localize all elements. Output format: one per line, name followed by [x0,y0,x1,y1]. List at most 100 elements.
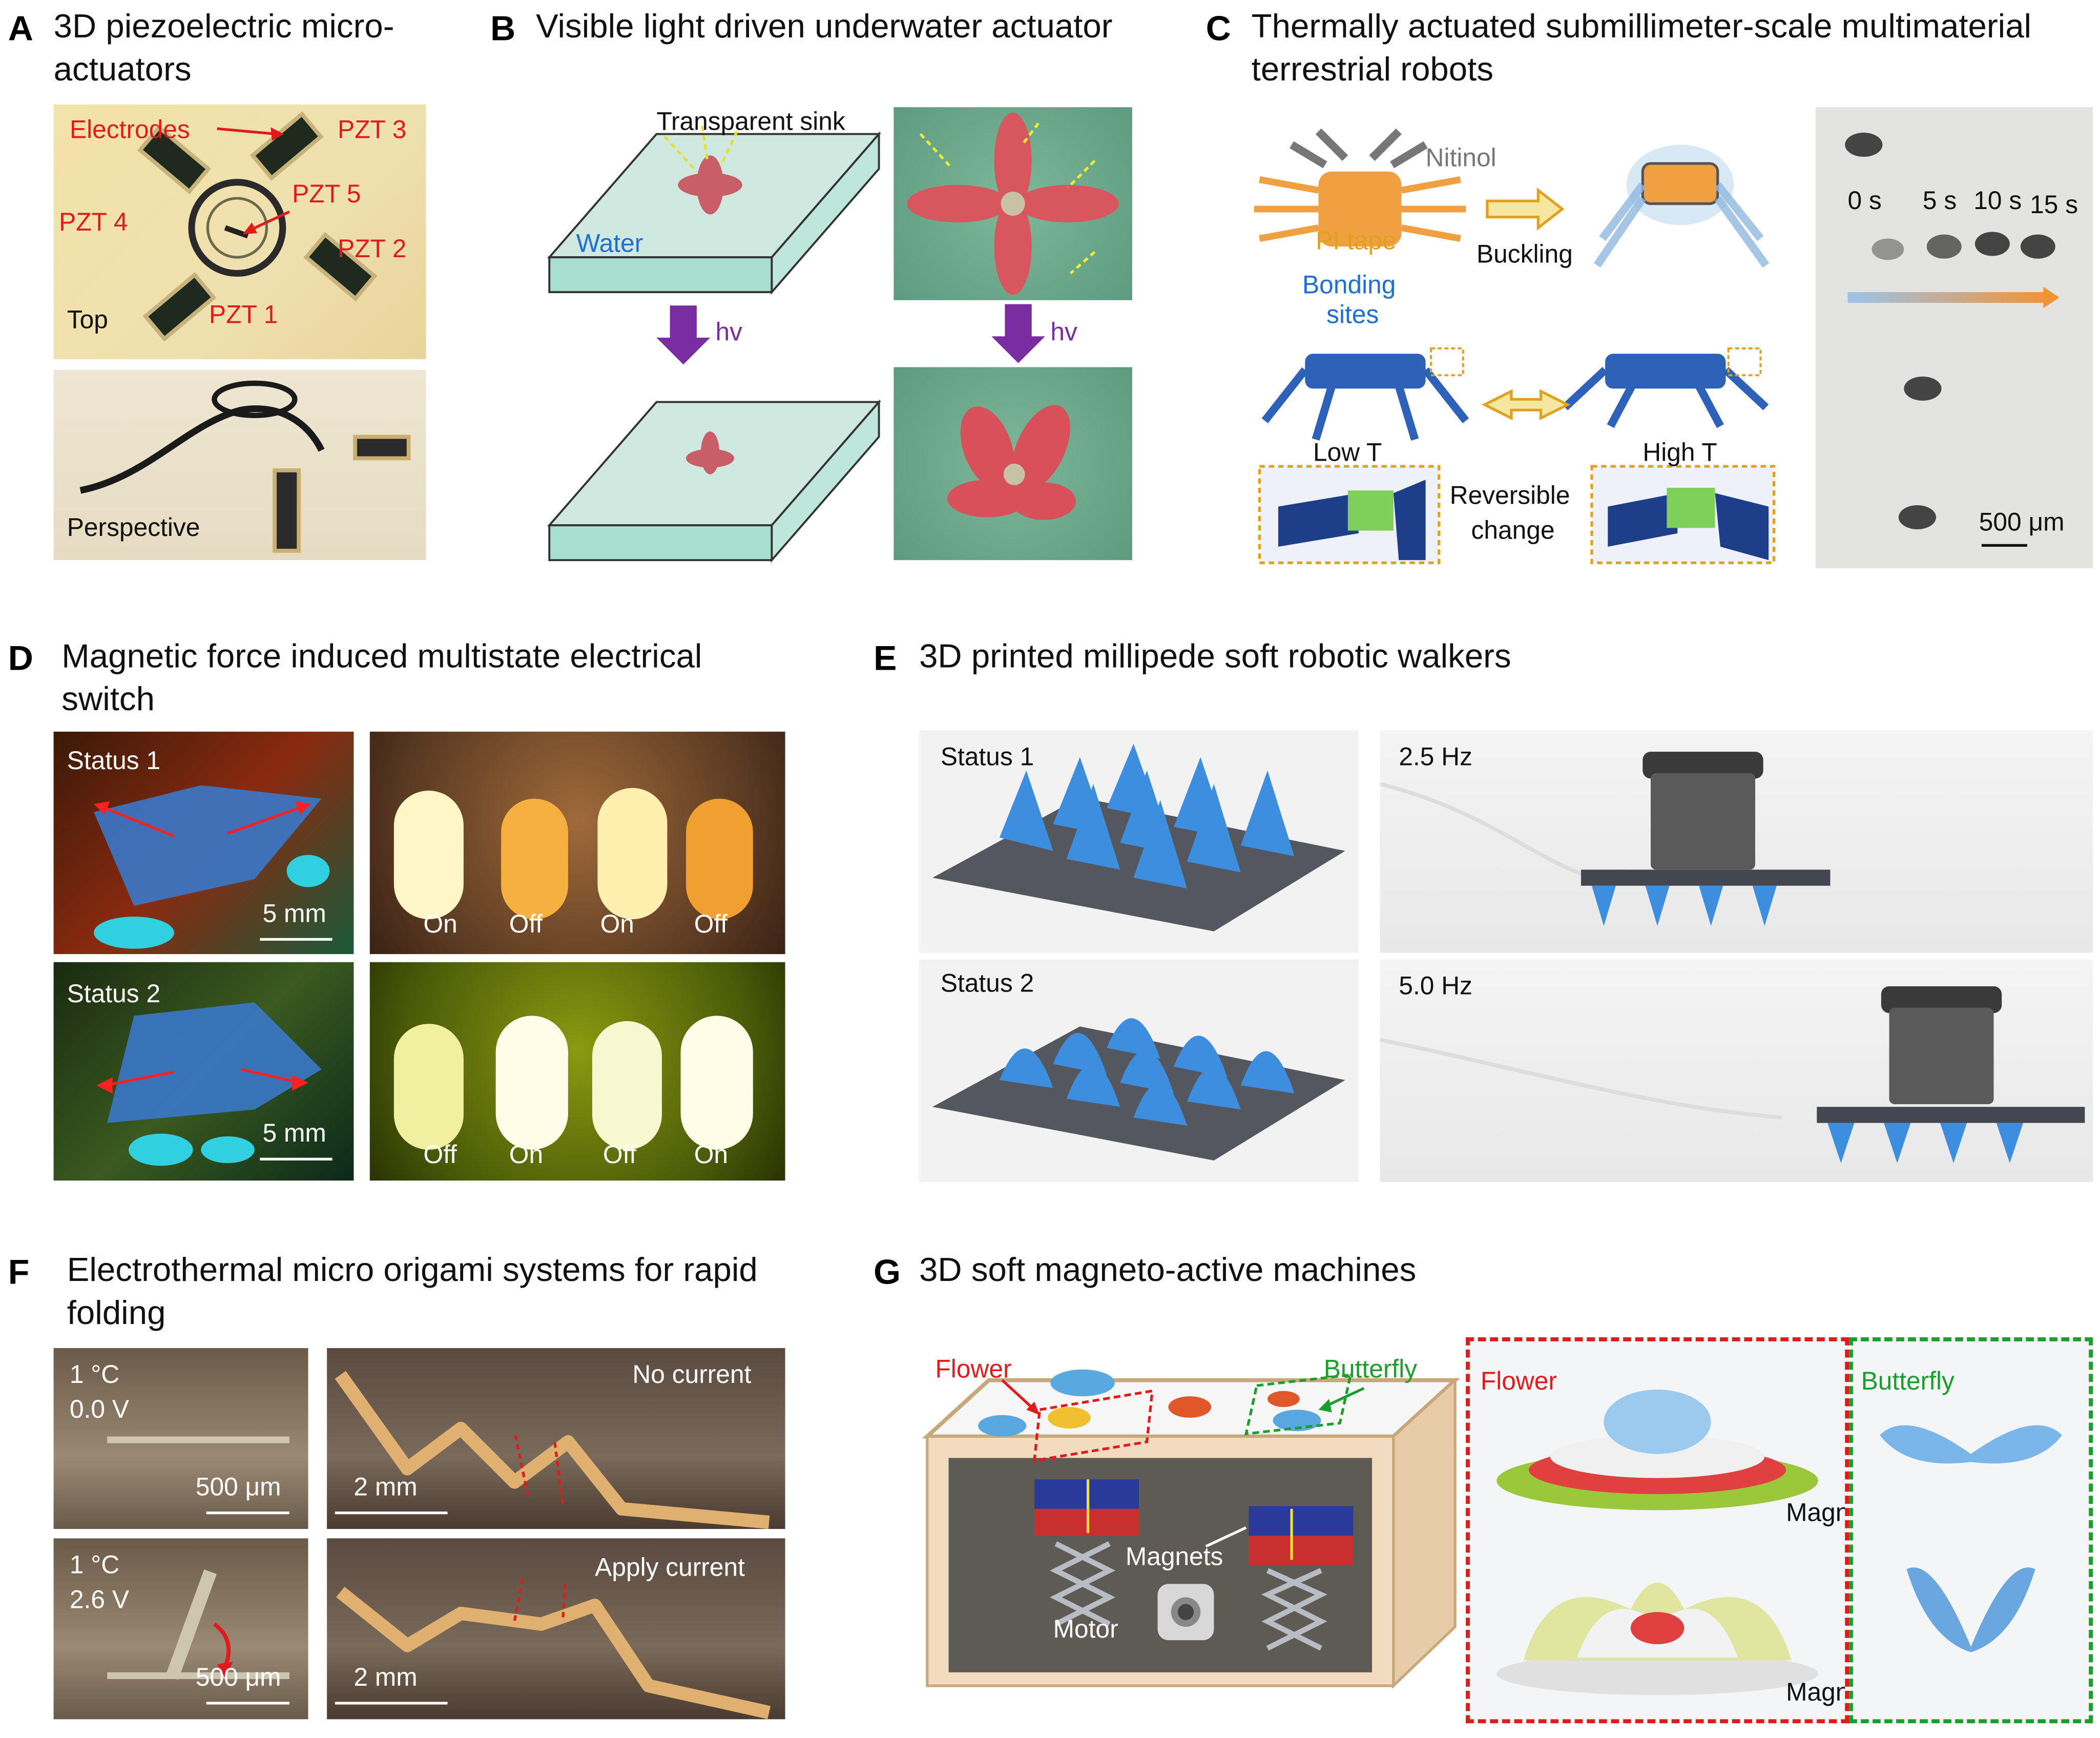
panel-b-flower-photo-top [893,107,1132,300]
label-no-current: No current [632,1361,752,1390]
panel-g-title: 3D soft magneto-active machines [919,1251,1417,1289]
panel-c-crab-photo: 0 s 5 s 10 s 15 s 500 μm [1815,107,2093,568]
panel-f-title-line1: Electrothermal micro origami systems for… [67,1251,758,1289]
panel-c-crab-diagram [1254,128,1776,565]
panel-d-switch-photo-1: Status 1 5 mm [53,731,354,955]
label-flower-photo: Flower [1480,1368,1557,1397]
label-sites: sites [1326,301,1379,330]
label-buckling: Buckling [1477,241,1573,270]
label-pi-tape: PI tape [1316,227,1397,256]
butterfly-states-drawing [1880,1425,2062,1652]
label-temp-2: 1 °C [69,1551,120,1580]
millipede-status2-drawing [932,1018,1345,1161]
panel-e-weight-photo-1: 2.5 Hz [1380,730,2093,953]
label-butterfly-photo: Butterfly [1861,1368,1955,1397]
label-electrodes: Electrodes [69,116,190,145]
label-transparent-sink: Transparent sink [656,108,845,137]
led-2-4-state: On [694,1142,729,1170]
label-motor: Motor [1053,1616,1118,1644]
label-freq-2-5: 2.5 Hz [1399,743,1472,772]
panel-f-title-line2: folding [67,1294,166,1332]
label-perspective: Perspective [67,514,200,543]
panel-e-walker-photo-2: Status 2 [919,959,1359,1182]
panel-e-walker-photo-1: Status 1 [919,730,1359,953]
piezo-device-perspective-drawing [79,380,411,553]
scale-bar-f1 [206,1512,289,1515]
label-temp-1: 1 °C [69,1361,120,1390]
red-flower-open [907,112,1119,295]
led-row-1-drawing [393,788,753,920]
panel-b-sink-diagram [547,126,881,563]
switch-status1-drawing [94,785,330,949]
label-g-butterfly: Butterfly [1323,1356,1418,1384]
label-time-0s: 0 s [1847,188,1882,216]
label-g-flower: Flower [935,1356,1012,1384]
panel-g-flower-photos: Flower Magnet off Magnet on [1466,1337,1849,1724]
label-time-10s: 10 s [1973,188,2022,216]
label-volt-2: 2.6 V [69,1586,130,1615]
panel-f-origami-photo-2: Apply current 2 mm [327,1538,785,1720]
label-reversible: Reversible [1449,482,1570,511]
label-bonding: Bonding [1302,272,1396,300]
origami-structure-2-drawing [336,1578,771,1720]
label-e-status-1: Status 1 [940,743,1034,772]
panel-d-switch-photo-2: Status 2 5 mm [53,962,354,1181]
label-scale-5mm-1: 5 mm [262,900,326,929]
panel-c-title-line2: terrestrial robots [1251,51,1494,89]
led-1-3-state: On [600,911,634,940]
weight-walker-1-drawing [1380,752,1831,926]
led-2-2-state: On [509,1142,544,1170]
label-top: Top [67,306,108,335]
purple-down-arrow-2 [991,304,1045,363]
label-status-2: Status 2 [67,981,161,1009]
panel-e-weight-photo-2: 5.0 Hz [1380,959,2093,1182]
label-crab-scale: 500 μm [1979,509,2065,537]
panel-d-title-line1: Magnetic force induced multistate electr… [61,637,702,676]
label-high-t: High T [1642,439,1717,468]
label-scale-500um-2: 500 μm [195,1664,281,1693]
panel-d-led-photo-1: On Off On Off [369,731,785,955]
led-1-4-state: Off [694,911,728,940]
label-pzt1: PZT 1 [209,301,278,330]
label-magnets: Magnets [1125,1543,1223,1572]
label-magnet-on: Magnet on [1786,1679,1849,1707]
label-water: Water [576,230,643,259]
panel-b-title: Visible light driven underwater actuator [536,8,1113,46]
label-magnet-off: Magnet off [1786,1499,1849,1528]
label-apply-current: Apply current [595,1554,745,1583]
panel-a-title-line1: 3D piezoelectric micro- [53,8,394,46]
panel-a-title-line2: actuators [53,51,192,89]
origami-flat-drawing [107,1436,289,1443]
scale-bar-f3 [206,1702,289,1705]
panel-c-title-line1: Thermally actuated submillimeter-scale m… [1251,8,2032,46]
panel-a-top-photo: Electrodes PZT 3 PZT 5 PZT 4 PZT 2 PZT 1… [53,104,426,359]
label-scale-2mm-1: 2 mm [354,1474,418,1502]
panel-d-led-photo-2: Off On Off On [369,962,785,1181]
label-pzt2: PZT 2 [338,236,407,264]
panel-f-thermal-photo-2: 1 °C 2.6 V 500 μm [53,1538,308,1720]
panel-b-flower-photo-bottom [893,367,1132,561]
flower-states-drawing [1496,1390,1818,1695]
origami-folded-drawing [107,1569,289,1680]
label-pzt4: PZT 4 [59,209,128,237]
panel-c-letter: C [1205,8,1231,49]
panel-e-letter: E [874,637,897,678]
led-1-1-state: On [423,911,458,940]
switch-status2-drawing [96,1002,322,1166]
panel-f-origami-photo-1: No current 2 mm [327,1348,785,1529]
label-freq-5-0: 5.0 Hz [1399,973,1472,1001]
label-volt-1: 0.0 V [69,1396,130,1425]
label-hv-2: hv [1050,319,1077,347]
panel-a-letter: A [8,8,33,49]
panel-g-machine-diagram [922,1369,1461,1689]
scale-bar-d1 [260,938,332,941]
label-change: change [1471,517,1555,546]
scale-bar-d2 [260,1157,332,1161]
panel-d-letter: D [8,637,33,678]
label-time-15s: 15 s [2030,191,2078,220]
panel-a-perspective-photo: Perspective [53,369,426,561]
label-time-5s: 5 s [1922,188,1957,216]
crab-sequence-drawing [1845,132,2060,547]
label-pzt3: PZT 3 [338,116,407,145]
label-scale-500um-1: 500 μm [195,1474,281,1502]
